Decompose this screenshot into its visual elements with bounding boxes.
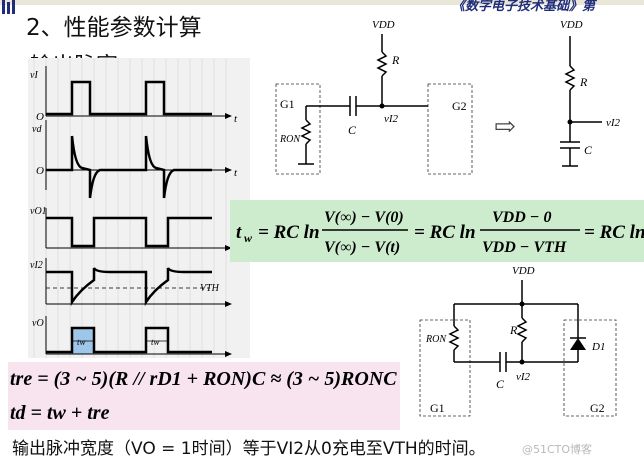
vi2-label-top: vI2 (384, 113, 399, 125)
circuit-top: G1 G2 RON C VDD R vI2 ⇨ (275, 19, 473, 175)
circuit-equivalent: VDD R C vI2 (560, 19, 621, 167)
g2-label: G2 (452, 99, 467, 113)
formula-td: td = tw + tre (10, 402, 110, 424)
waveform-grid (33, 58, 227, 358)
vi2-label: vI2 (30, 260, 43, 271)
tw-eq2: = RC ln (414, 222, 476, 243)
vdd-label-eq: VDD (560, 19, 583, 31)
r-label-eq: R (579, 75, 588, 89)
tw-lhs: t (236, 222, 242, 243)
tw-eq3: = RC ln 2 (584, 222, 644, 243)
tw-den2: VDD − VTH (482, 239, 567, 256)
top-band (0, 0, 644, 5)
vd-label: vd (32, 124, 42, 135)
bottom-explanation: 输出脉冲宽度（VO = 1时间）等于VI2从0充电至VTH的时间。 (12, 439, 486, 459)
section-title: 2、性能参数计算 (26, 15, 202, 41)
gate-g2-box (427, 83, 473, 175)
gate-g2-box-bottom (563, 319, 617, 417)
arrow-glyph: ⇨ (494, 112, 516, 142)
tw-num1: V(∞) − V(0) (324, 209, 404, 226)
vd-waveform: vd O t (32, 120, 238, 199)
waveform-diagram: O t vd O t vO1 vI2 VTH tw (28, 58, 250, 358)
vth-label: VTH (200, 283, 220, 294)
vi2-label-eq: vI2 (606, 117, 621, 129)
g2-label-bottom: G2 (590, 401, 605, 415)
resistor-r (376, 34, 388, 106)
tw-label-1: tw (77, 337, 86, 347)
r-label-bottom: R (509, 323, 518, 337)
formula-tre: tre = (3 ~ 5)(R // rD1 + RON)C ≈ (3 ~ 5)… (10, 368, 397, 390)
diode-d1 (570, 338, 586, 350)
formula-tre-box: tre = (3 ~ 5)(R // rD1 + RON)C ≈ (3 ~ 5)… (8, 362, 400, 430)
tw-label-2: tw (151, 337, 160, 347)
vo1-waveform: vO1 (30, 206, 232, 251)
ron-resistor (298, 105, 350, 165)
origin-label-2: O (36, 165, 44, 177)
vi2-label-bottom: vI2 (516, 371, 531, 383)
logo-mark (2, 0, 15, 14)
tw-den1: V(∞) − V(t) (324, 239, 400, 256)
vi-label: vI (30, 70, 38, 81)
c-label-bottom: C (496, 377, 505, 391)
t-axis-label-1: t (234, 113, 238, 125)
gate-g1-box (275, 83, 321, 175)
d1-label: D1 (591, 341, 605, 353)
gate-g1-box-bottom (419, 319, 471, 417)
book-title: 《数字电子技术基础》第 (452, 0, 596, 14)
g1-label-bottom: G1 (430, 401, 445, 415)
t-axis-label-2: t (234, 167, 238, 179)
tw-lhs-sub: w (244, 231, 253, 245)
g1-label: G1 (280, 97, 295, 111)
vo-label: vO (32, 318, 44, 329)
watermark: @51CTO博客 (522, 443, 593, 456)
vo1-label: vO1 (30, 206, 47, 217)
vi2-waveform: vI2 VTH (30, 258, 232, 307)
r-label-top: R (391, 53, 400, 67)
c-label-eq: C (584, 143, 593, 157)
vdd-label-bottom: VDD (512, 265, 535, 277)
waveform-panel (28, 58, 250, 358)
vdd-label-top: VDD (372, 19, 395, 31)
ron-label-bottom: RON (425, 334, 447, 345)
origin-label-1: O (36, 111, 44, 123)
tw-eq1: = RC ln (258, 222, 320, 243)
c-label: C (348, 123, 357, 137)
circuit-bottom: VDD RON R D1 C vI2 G1 G2 (419, 265, 617, 417)
formula-tw-box: t w = RC ln V(∞) − V(0) V(∞) − V(t) = RC… (230, 200, 644, 262)
vi-waveform: O t (36, 66, 238, 125)
ron-label: RON (279, 134, 301, 145)
vo-waveform: tw tw vO (32, 316, 232, 357)
formula-tw: t w = RC ln V(∞) − V(0) V(∞) − V(t) = RC… (236, 209, 644, 256)
tw-num2: VDD − 0 (492, 209, 551, 226)
